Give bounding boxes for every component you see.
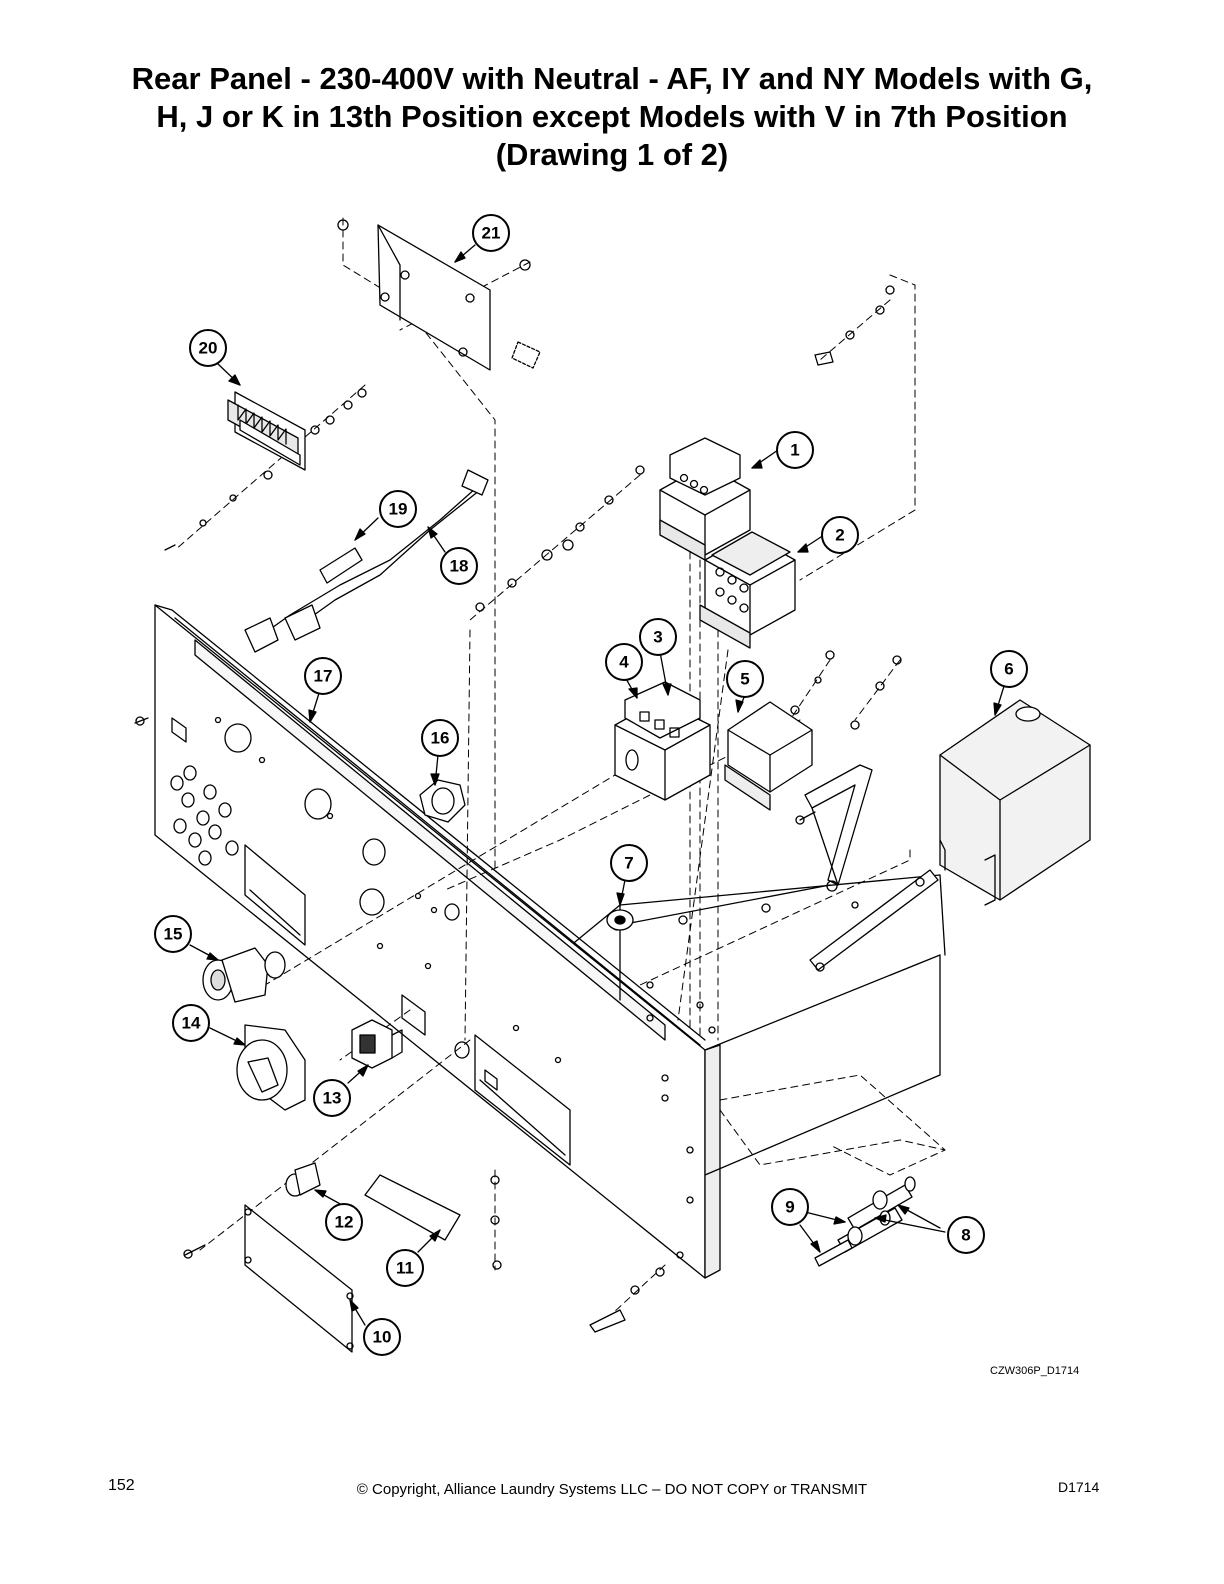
- relay-3-4: [614, 681, 711, 801]
- cover-box-6: [939, 699, 1091, 906]
- contactor-1: [659, 437, 751, 561]
- rear-panel: [154, 604, 721, 1279]
- callout-14: 14: [172, 1004, 210, 1042]
- rocker-switch-13: [351, 1019, 403, 1069]
- terminal-block-20: [227, 391, 306, 471]
- svg-text:6: 6: [1004, 660, 1013, 679]
- svg-text:13: 13: [323, 1089, 342, 1108]
- wire-harness-18-19: [244, 469, 489, 653]
- callout-7: 7: [610, 844, 648, 882]
- callout-13: 13: [313, 1079, 351, 1117]
- contactor-2: [699, 531, 796, 649]
- svg-text:9: 9: [785, 1198, 794, 1217]
- svg-text:16: 16: [431, 729, 450, 748]
- callout-2: 2: [821, 516, 859, 554]
- hardware-screws: [134, 219, 902, 1333]
- callout-3: 3: [639, 618, 677, 656]
- callout-12: 12: [325, 1203, 363, 1241]
- svg-text:2: 2: [835, 526, 844, 545]
- callout-9: 9: [771, 1188, 809, 1226]
- svg-text:15: 15: [164, 925, 183, 944]
- svg-text:20: 20: [199, 339, 218, 358]
- cover-plate-10: [244, 1204, 354, 1353]
- locknut-16: [419, 779, 466, 823]
- svg-text:19: 19: [389, 500, 408, 519]
- callout-20: 20: [189, 329, 227, 367]
- callout-4: 4: [605, 643, 643, 681]
- page-number: 152: [108, 1477, 135, 1494]
- connector-12: [285, 1162, 321, 1197]
- assembly-lines: [174, 217, 946, 1326]
- svg-text:11: 11: [396, 1259, 414, 1278]
- callout-6: 6: [990, 650, 1028, 688]
- svg-text:5: 5: [740, 670, 749, 689]
- callout-17: 17: [304, 657, 342, 695]
- svg-text:18: 18: [450, 557, 469, 576]
- callout-15: 15: [154, 915, 192, 953]
- bracket-21: [377, 224, 541, 371]
- document-id: D1714: [1058, 1479, 1100, 1495]
- callout-8: 8: [947, 1216, 985, 1254]
- callout-10: 10: [363, 1318, 401, 1356]
- callout-5: 5: [726, 660, 764, 698]
- svg-text:8: 8: [961, 1226, 970, 1245]
- svg-text:3: 3: [653, 628, 662, 647]
- exploded-parts-diagram: 1 2 3 4 5 6 7 8 9 10 11 12 13 14 15 16 1…: [134, 214, 1091, 1356]
- callout-19: 19: [379, 490, 417, 528]
- svg-text:12: 12: [335, 1213, 354, 1232]
- callout-1: 1: [776, 431, 814, 469]
- callout-11: 11: [386, 1249, 424, 1287]
- callout-leaders: [189, 244, 1006, 1326]
- title-line-3: (Drawing 1 of 2): [495, 137, 729, 172]
- callout-16: 16: [421, 719, 459, 757]
- fuse-holders-8-9: [814, 1176, 916, 1267]
- title-line-2: H, J or K in 13th Position except Models…: [156, 99, 1068, 134]
- callout-18: 18: [440, 547, 478, 585]
- svg-text:7: 7: [624, 854, 633, 873]
- page-title: Rear Panel - 230-400V with Neutral - AF,…: [62, 60, 1162, 174]
- title-line-1: Rear Panel - 230-400V with Neutral - AF,…: [131, 61, 1093, 96]
- drawing-id: CZW306P_D1714: [990, 1365, 1080, 1377]
- cord-grip-15: [202, 947, 286, 1003]
- copyright-notice: © Copyright, Alliance Laundry Systems LL…: [356, 1481, 868, 1498]
- svg-text:10: 10: [373, 1328, 392, 1347]
- svg-text:17: 17: [314, 667, 333, 686]
- label-11: [364, 1174, 461, 1241]
- svg-text:21: 21: [482, 224, 501, 243]
- callout-21: 21: [472, 214, 510, 252]
- transformer-5: [724, 701, 813, 811]
- svg-text:14: 14: [182, 1014, 201, 1033]
- rotary-switch-14: [236, 1024, 306, 1111]
- base-tray: [574, 764, 946, 1176]
- svg-text:4: 4: [619, 653, 629, 672]
- grommet-7: [606, 909, 634, 931]
- svg-text:1: 1: [790, 441, 799, 460]
